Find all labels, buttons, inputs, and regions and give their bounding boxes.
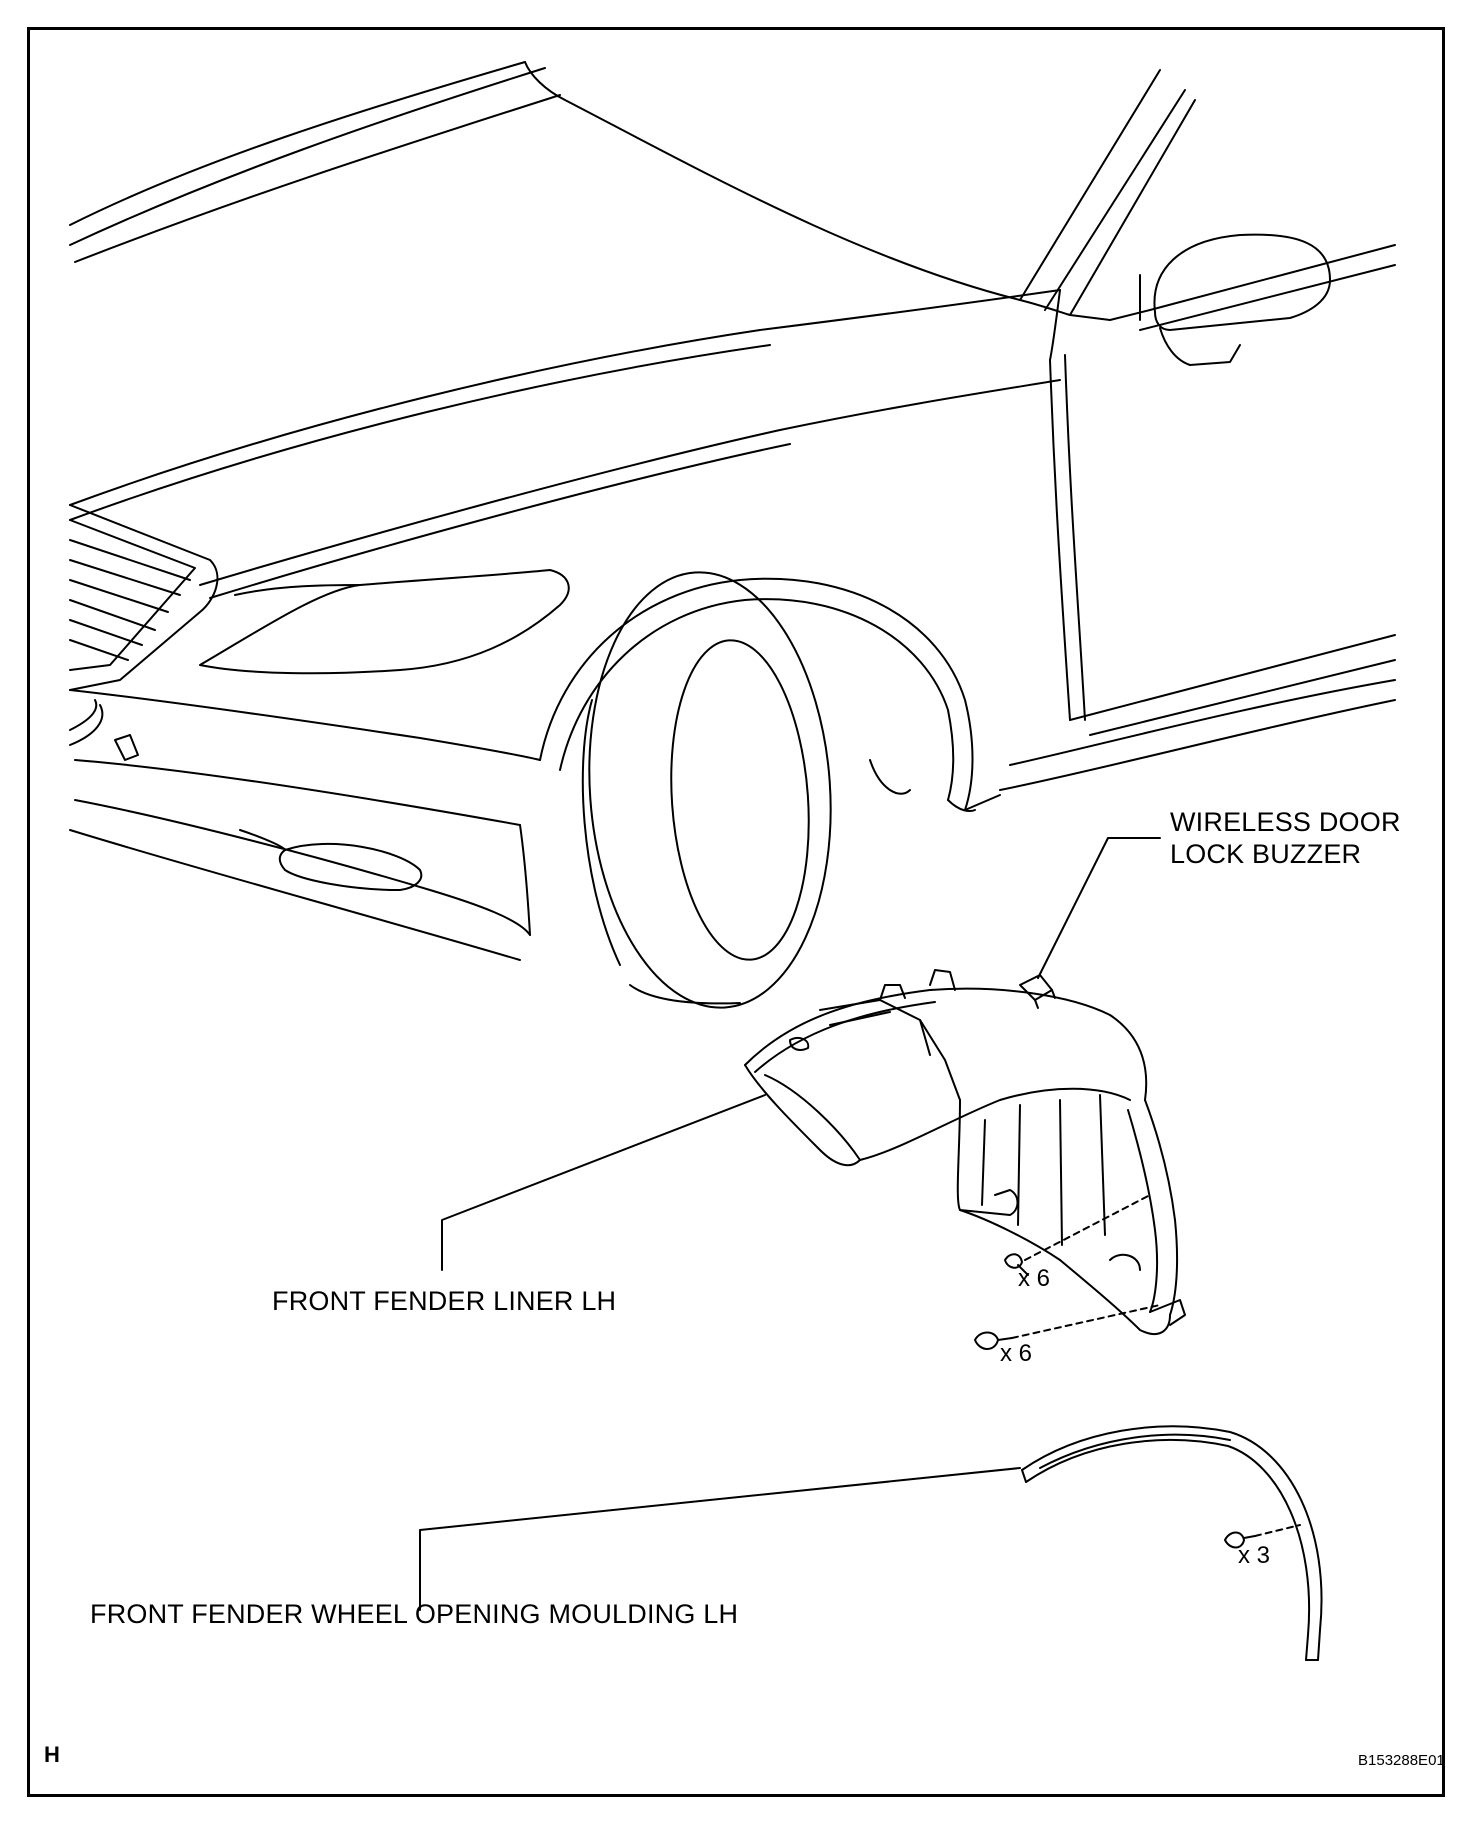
figure-code: B153288E01 <box>1358 1752 1445 1769</box>
buzzer-leader-line <box>1037 837 1161 979</box>
moulding-screw-quantity: x 3 <box>1238 1542 1271 1569</box>
liner-screw-quantity: x 6 <box>1000 1340 1033 1367</box>
liner-label: FRONT FENDER LINER LH <box>272 1286 617 1316</box>
diagram-frame <box>27 27 1445 1797</box>
liner-screw-dashed-line <box>1011 1304 1161 1339</box>
wheel-opening-moulding-part <box>1021 1425 1323 1661</box>
moulding-screw-dashed-line <box>1254 1524 1301 1537</box>
section-letter: H <box>44 1742 60 1767</box>
moulding-screw-fastener <box>1224 1531 1256 1549</box>
liner-clip-dashed-line <box>1024 1194 1151 1261</box>
liner-screw-fastener <box>974 1331 1013 1350</box>
buzzer-label-line2: LOCK BUZZER <box>1170 839 1362 869</box>
moulding-leader-line <box>419 1467 1021 1611</box>
fender-liner-part <box>744 969 1186 1335</box>
liner-clip-quantity: x 6 <box>1018 1265 1051 1292</box>
car-front-illustration <box>69 61 1396 1009</box>
liner-clip-fastener <box>1004 1253 1029 1276</box>
moulding-label: FRONT FENDER WHEEL OPENING MOULDING LH <box>90 1599 739 1629</box>
buzzer-label-line1: WIRELESS DOOR <box>1170 807 1401 837</box>
liner-leader-line <box>441 1094 766 1271</box>
